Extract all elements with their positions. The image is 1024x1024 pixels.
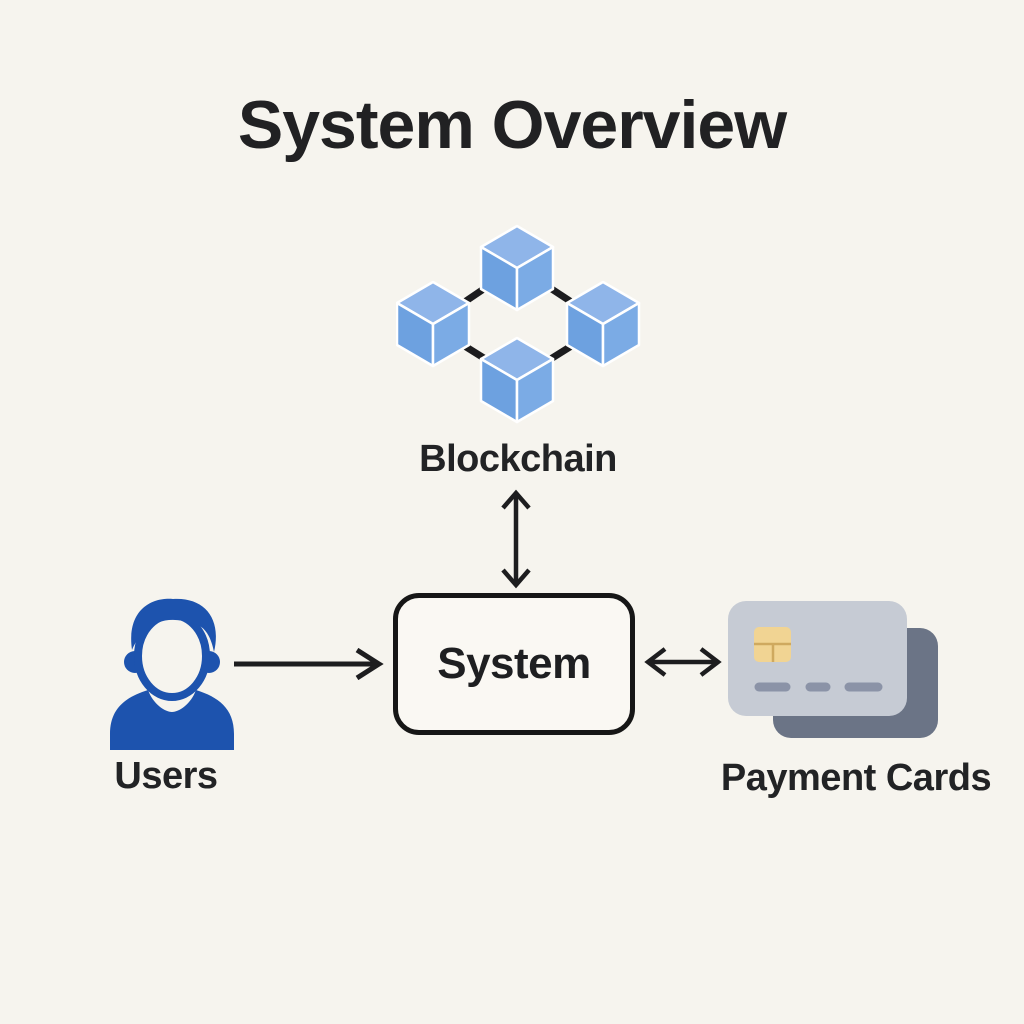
system-node: System [393, 593, 635, 735]
system-blockchain-arrow [498, 488, 534, 590]
blockchain-label: Blockchain [419, 438, 617, 480]
page-title: System Overview [237, 87, 787, 163]
blockchain-cubes-icon [396, 223, 646, 425]
payment-cards-label: Payment Cards [720, 757, 992, 799]
system-cards-arrow [641, 645, 725, 679]
users-system-arrow [230, 648, 390, 680]
credit-cards-icon [728, 601, 940, 741]
user-person-icon [106, 594, 238, 750]
system-label: System [437, 639, 591, 688]
users-label: Users [114, 755, 218, 797]
